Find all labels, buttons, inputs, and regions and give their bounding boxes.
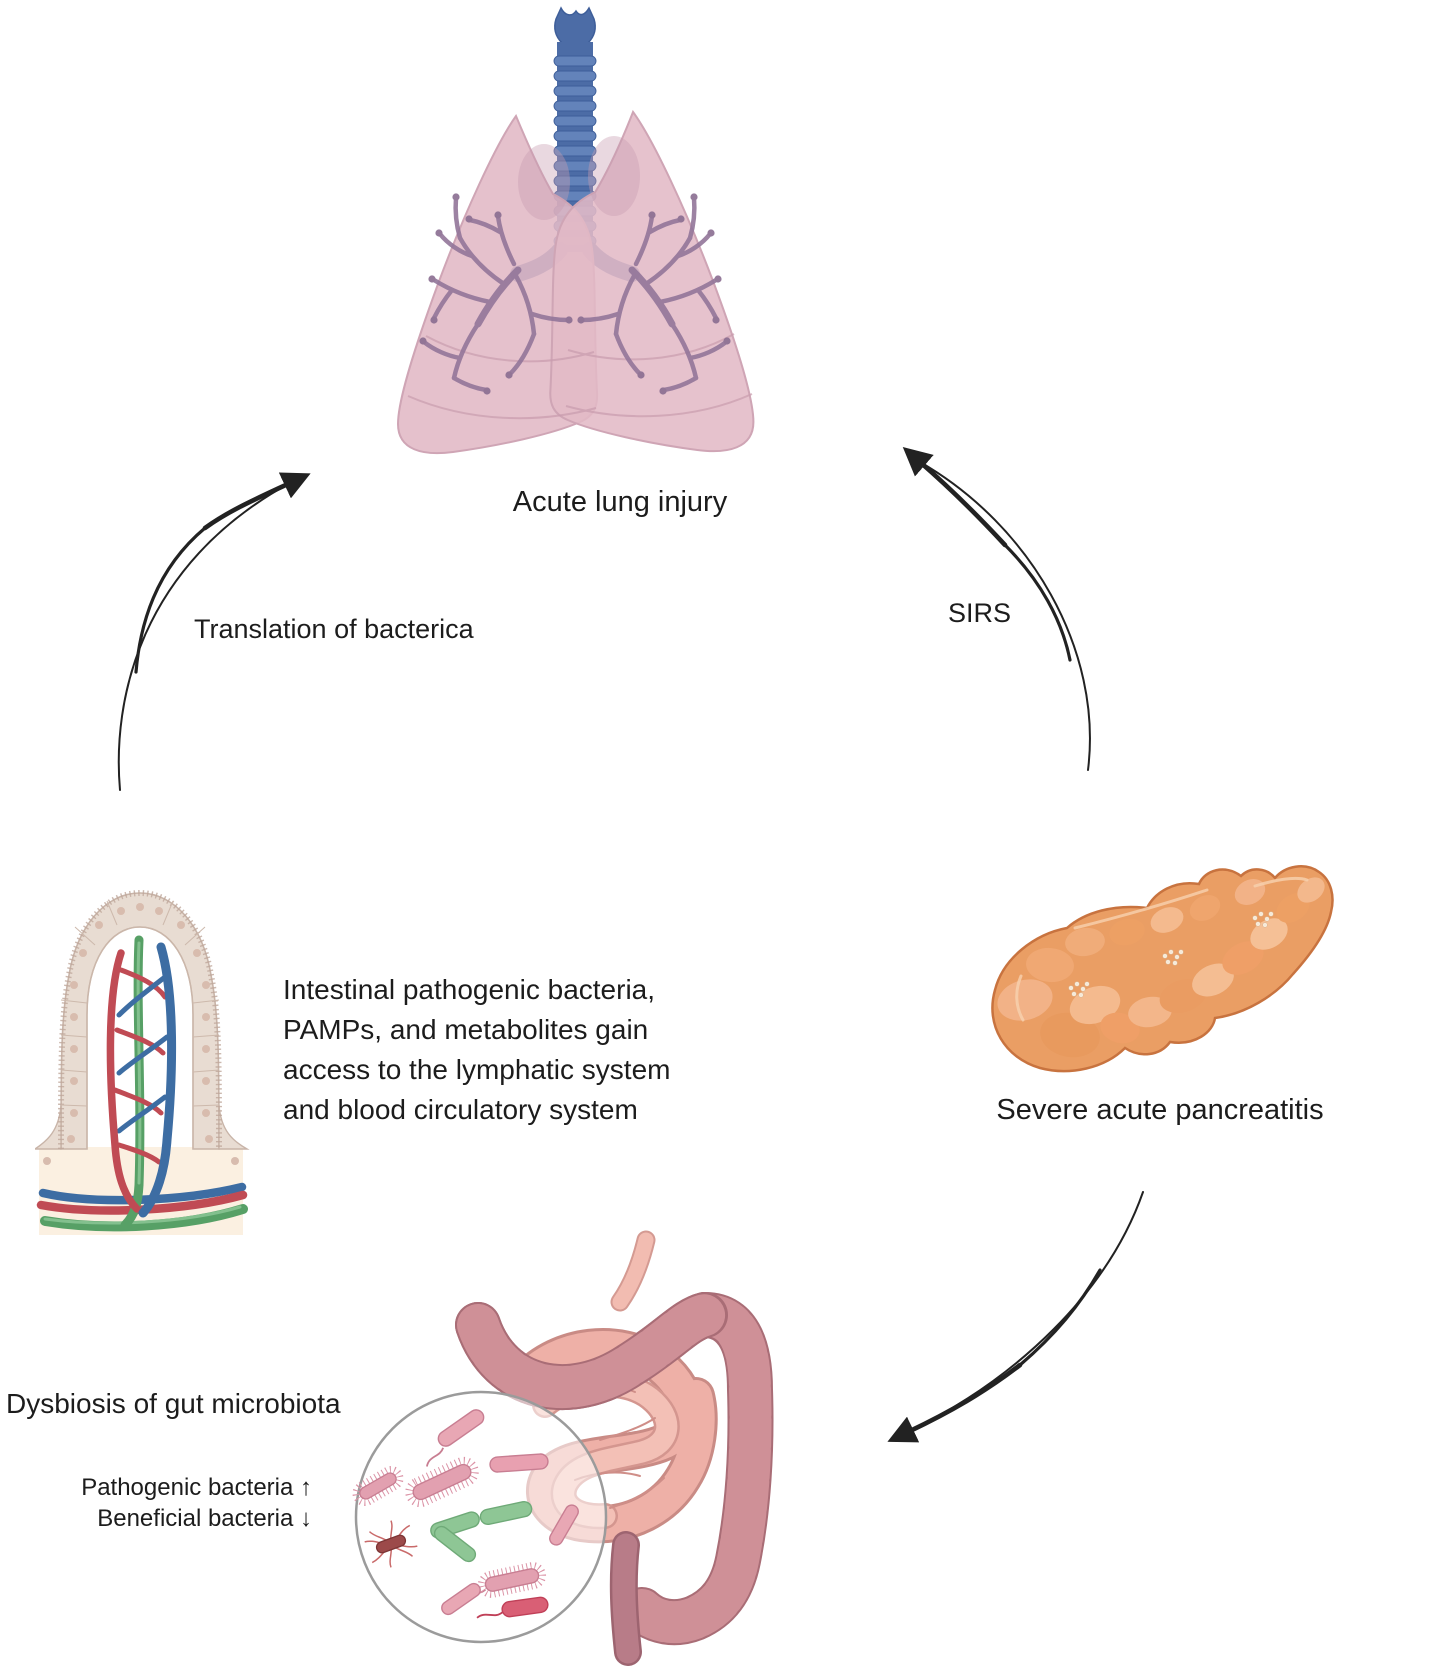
beneficial-bacteria-line: Beneficial bacteria ↓	[97, 1505, 312, 1532]
bacterium-pink-vertical	[549, 1504, 579, 1546]
lung-node-label: Acute lung injury	[512, 486, 728, 518]
rectum	[609, 1531, 642, 1666]
bacterium-pink-horizontal	[489, 1453, 549, 1473]
gut-node-label: Dysbiosis of gut microbiota	[6, 1388, 341, 1419]
bacterium-green-3	[433, 1525, 477, 1563]
bacterium-maroon-flagellated	[364, 1520, 418, 1568]
lungs-illustration	[396, 6, 755, 455]
bronchial-tree-right	[577, 193, 731, 395]
arrow-pancreas-to-gut	[887, 1191, 1144, 1443]
magnifier-lens	[352, 1390, 608, 1644]
villus-description-line: Intestinal pathogenic bacteria,	[283, 974, 656, 1005]
villus-wall	[35, 889, 250, 1165]
villus-vessels	[36, 935, 248, 1232]
intestines-illustration	[455, 1230, 774, 1666]
gut-detail-lines: Pathogenic bacteria ↑ Beneficial bacteri…	[40, 1472, 312, 1534]
transverse-colon-overlay	[455, 1292, 728, 1410]
bacterium-pink-spiky-small	[352, 1466, 404, 1506]
bacterium-pink-1	[426, 1409, 485, 1467]
arrow-label-translation: Translation of bacterica	[194, 614, 474, 644]
villus-description-line: and blood circulatory system	[283, 1094, 638, 1125]
pancreas-islets	[1068, 911, 1274, 998]
villus-description-line: access to the lymphatic system	[283, 1054, 671, 1085]
villus-description-line: PAMPs, and metabolites gain	[283, 1014, 649, 1045]
arrow-label-sirs: SIRS	[948, 598, 1012, 628]
bacterium-green-1	[479, 1500, 533, 1526]
villus-illustration	[35, 889, 250, 1235]
bacterium-pink-lower	[441, 1582, 481, 1616]
bronchial-tree	[419, 193, 731, 395]
bacterium-pink-spiky-big	[405, 1456, 479, 1508]
epithelial-nuclei	[43, 903, 239, 1165]
villus-description: Intestinal pathogenic bacteria, PAMPs, a…	[283, 970, 670, 1130]
bacterium-crimson	[476, 1596, 549, 1619]
pathogenic-bacteria-line: Pathogenic bacteria ↑	[81, 1474, 312, 1501]
pancreas-node-label: Severe acute pancreatitis	[996, 1094, 1324, 1126]
bronchial-tree-left	[419, 193, 573, 395]
pancreas-illustration	[991, 865, 1334, 1073]
pancreas-lobules	[997, 877, 1325, 1058]
